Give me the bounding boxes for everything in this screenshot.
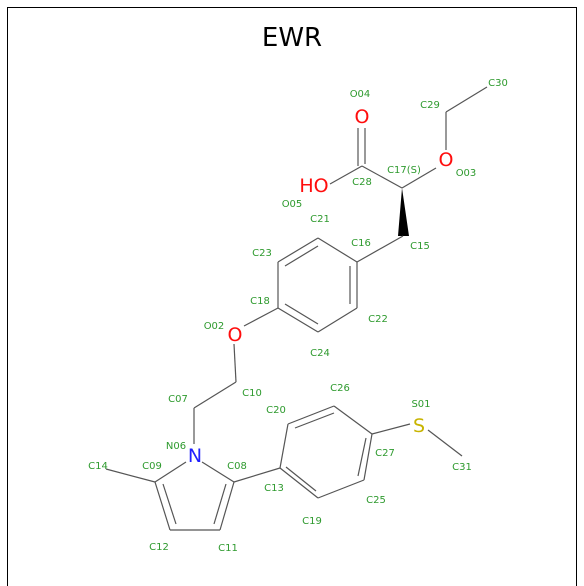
bond-c08-c11-inner (213, 483, 227, 525)
bond-o03-c17 (401, 167, 437, 189)
atom-label-c23: C23 (252, 248, 272, 259)
bond-ring1-inner-a (284, 245, 319, 267)
bonds (105, 86, 488, 531)
bond-c30-c29 (445, 86, 488, 113)
nitrogen-n06-symbol: N (188, 445, 202, 467)
bond-c27-s01 (371, 423, 411, 435)
bond-c15-c16 (356, 235, 404, 263)
element-symbols: O O HO O N S (188, 106, 454, 467)
bond-c12-c09 (154, 481, 171, 531)
atom-label-c17: C17(S) (387, 165, 421, 176)
diagram-title: EWR (262, 23, 322, 53)
atom-label-c28: C28 (352, 177, 372, 188)
hydroxyl-symbol: HO (299, 175, 328, 197)
atom-label-c26: C26 (330, 383, 350, 394)
atom-label-c24: C24 (310, 348, 330, 359)
bond-c12-c09-inner (162, 483, 177, 525)
wedge-bond-c17-c15 (398, 188, 409, 236)
oxygen-o02-symbol: O (228, 324, 243, 346)
bond-c19-c13 (279, 467, 319, 499)
bond-c21-c23 (277, 237, 319, 263)
bond-ring2-inner-b (357, 437, 367, 477)
atom-label-o02: O02 (204, 321, 225, 332)
bond-s01-c31 (427, 429, 463, 457)
atom-label-c29: C29 (420, 100, 440, 111)
bond-c20-c26 (287, 405, 335, 425)
bond-c08-c11 (219, 481, 235, 531)
bond-c09-n06 (154, 461, 187, 483)
atom-label-c21: C21 (310, 214, 330, 225)
atom-label-c30: C30 (488, 78, 508, 89)
atom-label-c07: C07 (168, 394, 188, 405)
molecule-frame (7, 7, 577, 586)
bond-c26-c27 (333, 405, 373, 435)
bond-ring1-inner-b (284, 303, 319, 325)
bond-c13-c20 (279, 423, 289, 469)
oxygen-o04-symbol: O (355, 106, 370, 128)
atom-label-c08: C08 (227, 461, 247, 472)
atom-label-c15: C15 (410, 241, 430, 252)
bond-n06-c08 (201, 461, 235, 483)
atom-label-c09: C09 (142, 461, 162, 472)
bond-o02-c10 (233, 343, 237, 383)
bond-c16-c21 (317, 237, 358, 263)
bond-c24-c22 (317, 307, 358, 333)
bond-c08-c13 (233, 467, 281, 483)
bond-c09-c14 (105, 468, 156, 483)
atom-label-c25: C25 (366, 495, 386, 506)
atom-label-s01: S01 (411, 399, 430, 410)
atom-label-c31: C31 (452, 462, 472, 473)
atom-label-c20: C20 (266, 405, 286, 416)
atom-label-c16: C16 (351, 238, 371, 249)
atom-label-o03: O03 (456, 168, 477, 179)
atom-label-c10: C10 (242, 388, 262, 399)
bond-c18-c24 (277, 307, 319, 333)
bond-ring2-inner-c (285, 466, 317, 492)
bond-c17-c28 (361, 165, 403, 189)
atom-label-o04: O04 (350, 89, 371, 100)
sulfur-s01-symbol: S (413, 415, 425, 437)
atom-label-o05: O05 (282, 199, 303, 210)
bond-c27-c25 (363, 433, 373, 481)
atom-label-c13: C13 (264, 483, 284, 494)
atom-label-c27: C27 (375, 448, 395, 459)
atom-label-c11: C11 (218, 543, 238, 554)
atom-label-c19: C19 (302, 516, 322, 527)
bond-c18-o02 (243, 307, 279, 327)
atom-label-c14: C14 (88, 461, 108, 472)
bond-ring2-inner-a (294, 412, 335, 429)
bond-c10-c07 (193, 381, 237, 409)
bond-c25-c19 (317, 479, 365, 499)
oxygen-o03-symbol: O (439, 149, 454, 171)
atom-label-c12: C12 (149, 542, 169, 553)
atom-labels: C30 O04 C29 C17(S) O03 C28 O05 C21 C16 C… (88, 78, 508, 554)
atom-label-c22: C22 (368, 314, 388, 325)
atom-label-n06: N06 (166, 441, 186, 452)
bond-c28-o05 (329, 165, 363, 185)
atom-label-c18: C18 (250, 296, 270, 307)
